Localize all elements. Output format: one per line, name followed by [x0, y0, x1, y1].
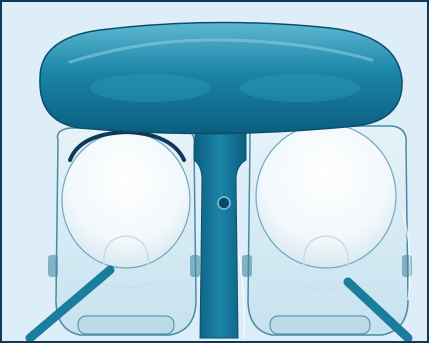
- console-sensor: [218, 197, 230, 209]
- overhead-airbag: [40, 22, 402, 133]
